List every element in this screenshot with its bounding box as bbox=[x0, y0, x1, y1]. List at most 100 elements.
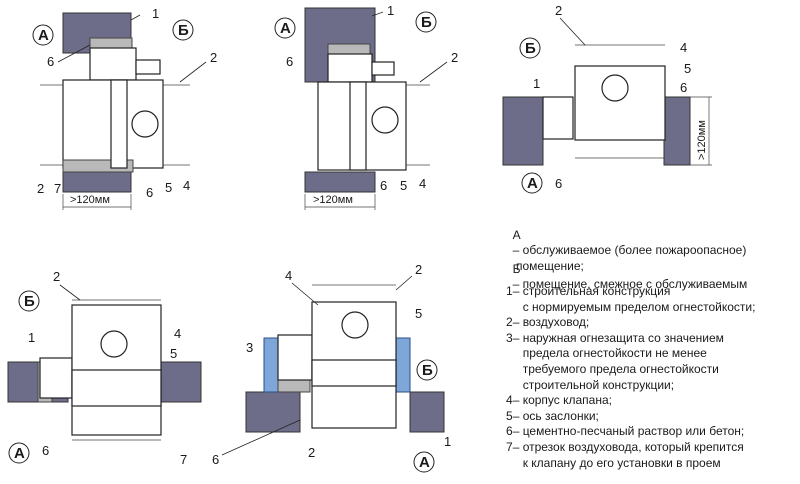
leader bbox=[221, 419, 301, 456]
legend-item-5: 5– ось заслонки; bbox=[506, 409, 796, 425]
callout-1: 1 bbox=[444, 434, 451, 449]
leader bbox=[559, 17, 586, 46]
callout-6: 6 bbox=[212, 452, 219, 467]
damper-axis-circle bbox=[601, 74, 629, 102]
damper-axis-circle bbox=[100, 330, 128, 358]
legend-item-3: 3– наружная огнезащита со значением пред… bbox=[506, 331, 796, 393]
room-a-label: А bbox=[280, 20, 291, 37]
room-a-marker bbox=[32, 24, 54, 46]
callout-2: 2 bbox=[210, 50, 217, 65]
room-note-a-text: – обслуживаемое (более пожароопасное) по… bbox=[512, 243, 747, 273]
room-note-b: Б – помещение, смежное с обслуживаемым bbox=[506, 246, 748, 293]
wall-right bbox=[160, 361, 202, 403]
legend-text: – ось заслонки; bbox=[512, 408, 599, 423]
room-b-marker bbox=[519, 37, 541, 59]
wall-right bbox=[409, 391, 445, 433]
legend-key: 6 bbox=[506, 424, 513, 439]
room-note-b-text: – помещение, смежное с обслуживаемым bbox=[512, 277, 748, 292]
figure-5: Б А 4 2 5 3 2 6 1 bbox=[212, 262, 451, 473]
callout-4: 4 bbox=[183, 178, 190, 193]
legend-key: 2 bbox=[506, 315, 513, 330]
actuator-connector bbox=[135, 59, 161, 75]
room-b-label: Б bbox=[421, 14, 432, 31]
valve-section bbox=[71, 369, 162, 407]
callout-2-bottom: 2 bbox=[308, 445, 315, 460]
callout-6-bottom: 6 bbox=[146, 185, 153, 200]
room-note-a: А – обслуживаемое (более пожароопасное) … bbox=[506, 212, 747, 274]
leader bbox=[57, 44, 91, 63]
room-b-marker bbox=[416, 359, 438, 381]
legend-key: 4 bbox=[506, 393, 513, 408]
legend-text: – наружная огнезащита со значением преде… bbox=[512, 330, 724, 392]
callout-6: 6 bbox=[47, 54, 54, 69]
legend: 1– строительная конструкция с нормируемы… bbox=[506, 284, 796, 471]
legend-text: – отрезок воздуховода, который крепится … bbox=[512, 439, 744, 470]
room-a-label: А bbox=[527, 175, 538, 192]
actuator-box bbox=[327, 53, 373, 83]
valve-section bbox=[311, 359, 397, 387]
wall-lower bbox=[62, 171, 132, 193]
external-fire-protection bbox=[263, 337, 279, 393]
wall-left bbox=[502, 96, 544, 166]
valve-flange bbox=[110, 79, 128, 169]
callout-3: 3 bbox=[246, 340, 253, 355]
leader bbox=[395, 275, 413, 291]
legend-item-4: 4– корпус клапана; bbox=[506, 393, 796, 409]
callout-4: 4 bbox=[680, 40, 687, 55]
callout-2-bottom: 2 bbox=[37, 181, 44, 196]
actuator-box bbox=[542, 96, 574, 140]
wall-left bbox=[245, 391, 301, 433]
mortar bbox=[277, 379, 311, 393]
callout-4: 4 bbox=[419, 176, 426, 191]
callout-6-bottom: 6 bbox=[555, 176, 562, 191]
callout-5: 5 bbox=[684, 61, 691, 76]
callout-2: 2 bbox=[53, 269, 60, 284]
figure-2: >120мм А Б 1 2 6 6 5 4 bbox=[274, 3, 458, 210]
legend-text: – воздуховод; bbox=[512, 315, 590, 330]
callout-6: 6 bbox=[286, 54, 293, 69]
legend-item-6: 6– цементно-песчаный раствор или бетон; bbox=[506, 424, 796, 440]
room-a-marker bbox=[274, 17, 296, 39]
actuator-connector bbox=[371, 61, 395, 76]
dimension-label-vertical: >120мм bbox=[696, 120, 708, 160]
room-b-marker bbox=[18, 290, 40, 312]
damper-axis-circle bbox=[341, 311, 369, 339]
mortar-strip bbox=[327, 43, 371, 55]
room-b-marker bbox=[415, 11, 437, 33]
room-symbol-b: Б bbox=[512, 261, 521, 276]
callout-5: 5 bbox=[400, 178, 407, 193]
leader bbox=[130, 14, 141, 21]
legend-text: – цементно-песчаный раствор или бетон; bbox=[512, 424, 745, 439]
callout-4: 4 bbox=[174, 326, 181, 341]
callout-4: 4 bbox=[285, 268, 292, 283]
dimension-label: >120мм bbox=[70, 194, 110, 206]
callout-1: 1 bbox=[387, 3, 394, 18]
room-a-marker bbox=[413, 451, 435, 473]
leader bbox=[179, 61, 207, 83]
callout-1: 1 bbox=[152, 6, 159, 21]
room-a-label: А bbox=[38, 27, 49, 44]
damper-axis-circle bbox=[371, 106, 399, 134]
room-b-marker bbox=[172, 19, 194, 41]
legend-item-1: 1– строительная конструкция с нормируемы… bbox=[506, 284, 796, 315]
callout-7: 7 bbox=[180, 452, 187, 467]
callout-5: 5 bbox=[165, 180, 172, 195]
figure-4: Б А 2 4 5 1 6 7 bbox=[7, 269, 202, 467]
actuator-box bbox=[89, 47, 137, 81]
legend-key: 3 bbox=[506, 330, 513, 345]
leader bbox=[419, 61, 448, 83]
room-a-marker bbox=[521, 172, 543, 194]
mortar-strip bbox=[89, 37, 133, 49]
external-fire-protection-right bbox=[395, 337, 411, 393]
wall-right bbox=[663, 96, 691, 166]
room-b-label: Б bbox=[24, 293, 35, 310]
wall-lower bbox=[304, 171, 376, 193]
damper-axis-circle bbox=[131, 110, 159, 138]
leader bbox=[291, 282, 319, 306]
legend-key: 5 bbox=[506, 408, 513, 423]
room-symbol-a: А bbox=[512, 227, 521, 242]
callout-1: 1 bbox=[533, 76, 540, 91]
callout-2: 2 bbox=[451, 50, 458, 65]
callout-5: 5 bbox=[415, 306, 422, 321]
